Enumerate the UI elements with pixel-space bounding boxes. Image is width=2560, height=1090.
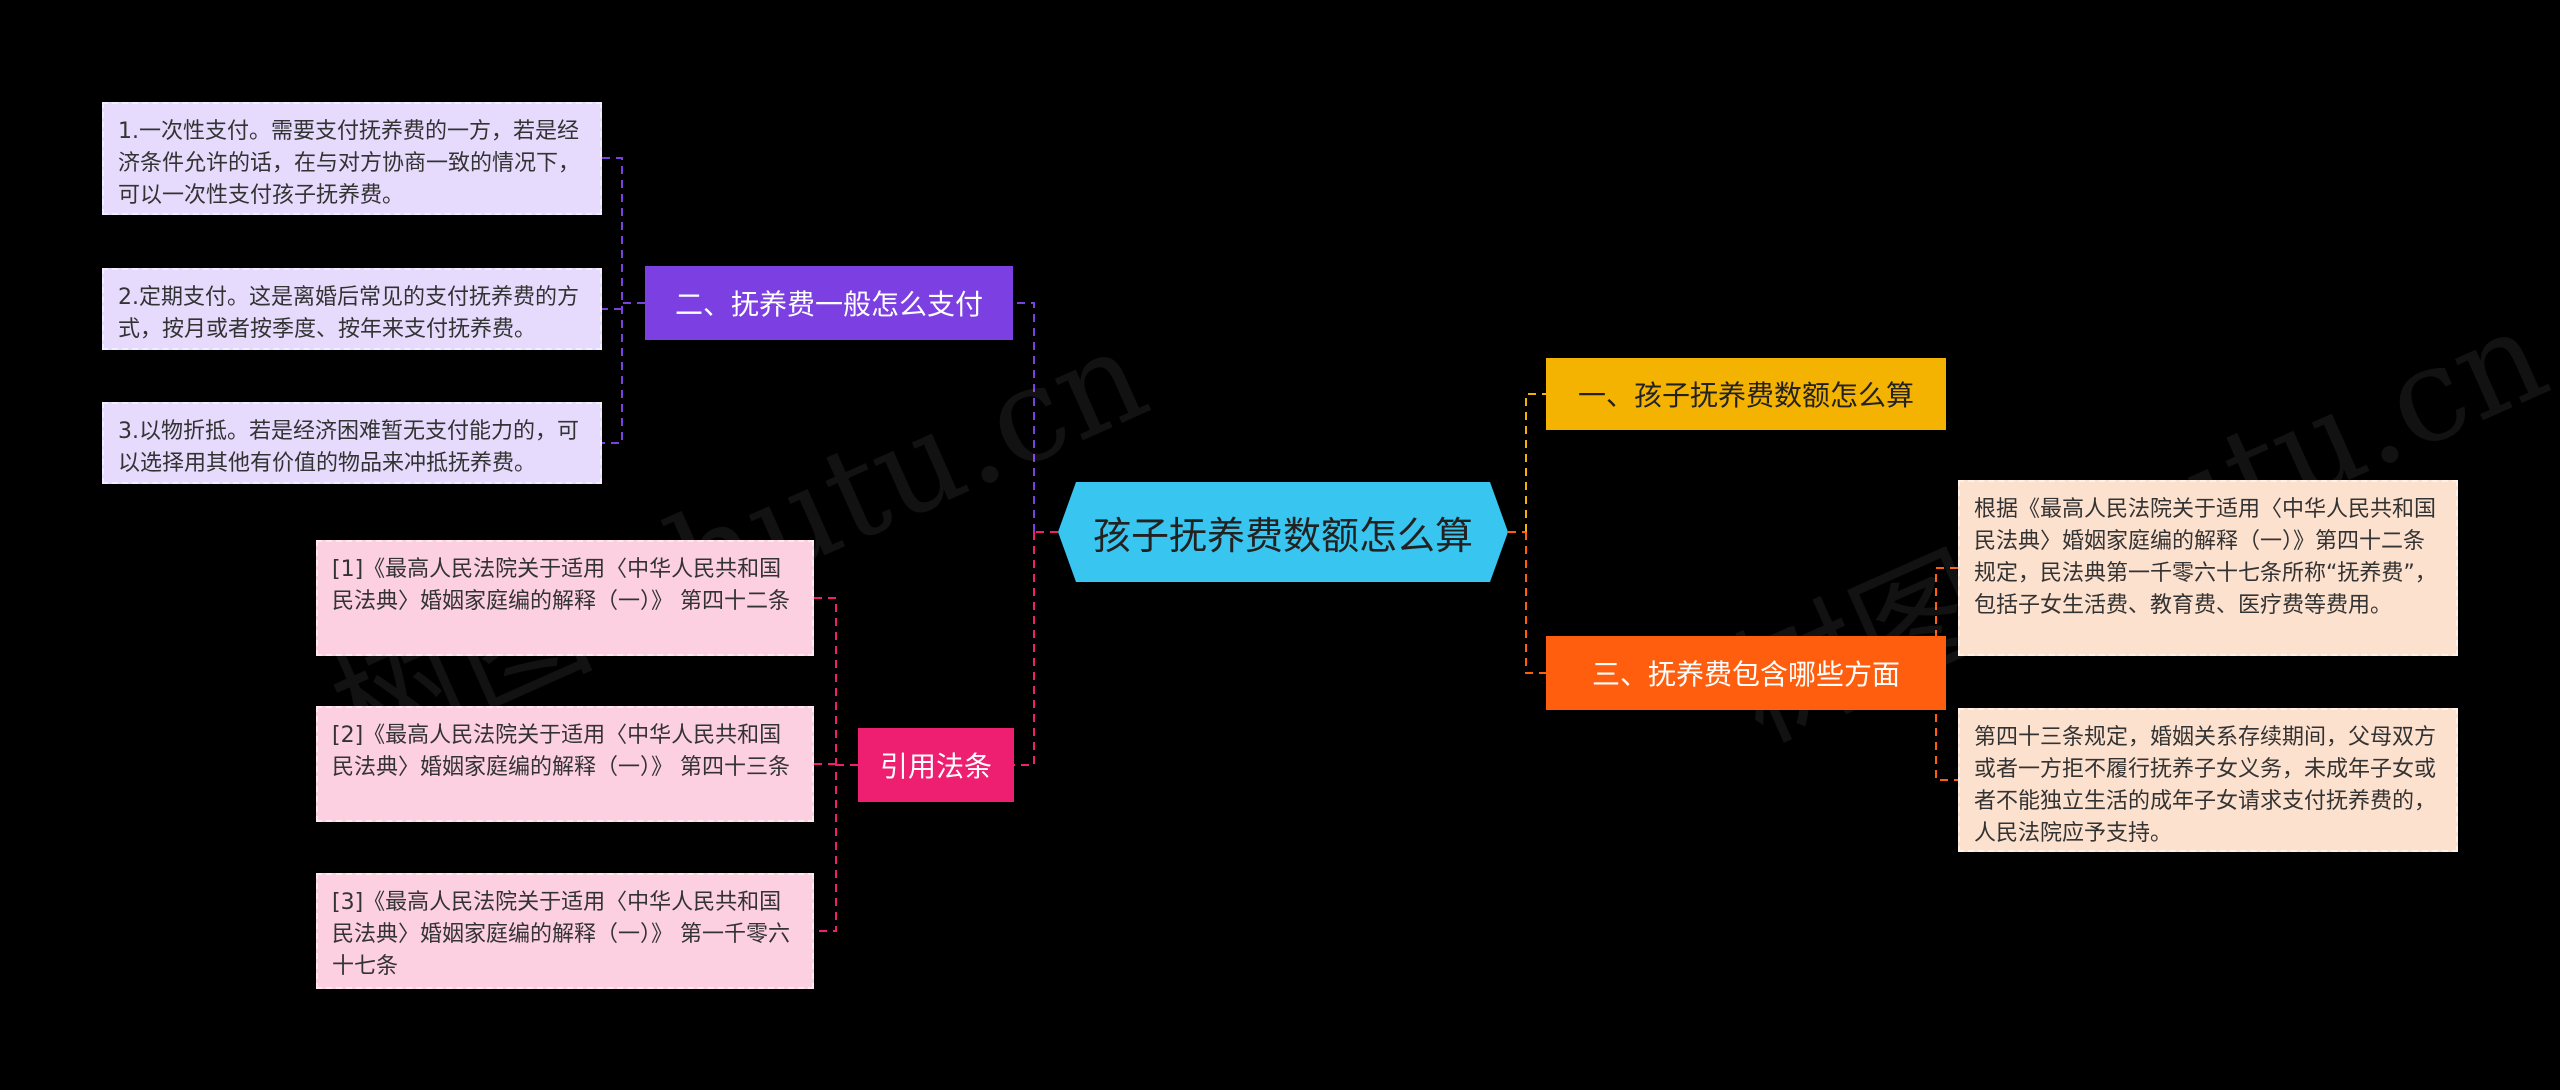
connector-trunk-yellow [1525, 393, 1546, 532]
law-item-42[interactable]: [1]《最高人民法院关于适用〈中华人民共和国民法典〉婚姻家庭编的解释（一）》 第… [316, 540, 814, 656]
branch-support-scope[interactable]: 三、抚养费包含哪些方面 [1546, 636, 1946, 710]
payment-item-periodic[interactable]: 2.定期支付。这是离婚后常见的支付抚养费的方式，按月或者按季度、按年来支付抚养费… [102, 268, 602, 350]
payment-item-lump-sum[interactable]: 1.一次性支付。需要支付抚养费的一方，若是经济条件允许的话，在与对方协商一致的情… [102, 102, 602, 215]
connector-purple-leaves [602, 157, 623, 444]
connector-pink-leaves [814, 597, 837, 932]
branch-amount-calculation[interactable]: 一、孩子抚养费数额怎么算 [1546, 358, 1946, 430]
connector-trunk-orange [1525, 532, 1546, 674]
scope-item-article-43[interactable]: 第四十三条规定，婚姻关系存续期间，父母双方或者一方拒不履行抚养子女义务，未成年子… [1958, 708, 2458, 852]
scope-item-definition[interactable]: 根据《最高人民法院关于适用〈中华人民共和国民法典〉婚姻家庭编的解释（一）》第四十… [1958, 480, 2458, 656]
branch-cited-law[interactable]: 引用法条 [858, 728, 1014, 802]
central-topic[interactable]: 孩子抚养费数额怎么算 [1058, 482, 1508, 582]
law-item-43[interactable]: [2]《最高人民法院关于适用〈中华人民共和国民法典〉婚姻家庭编的解释（一）》 第… [316, 706, 814, 822]
branch-payment-method[interactable]: 二、抚养费一般怎么支付 [645, 266, 1013, 340]
connector-trunk-purple [1013, 302, 1035, 532]
connector-trunk-pink [1014, 532, 1035, 766]
law-item-1067[interactable]: [3]《最高人民法院关于适用〈中华人民共和国民法典〉婚姻家庭编的解释（一）》 第… [316, 873, 814, 989]
payment-item-in-kind[interactable]: 3.以物折抵。若是经济困难暂无支付能力的，可以选择用其他有价值的物品来冲抵抚养费… [102, 402, 602, 484]
